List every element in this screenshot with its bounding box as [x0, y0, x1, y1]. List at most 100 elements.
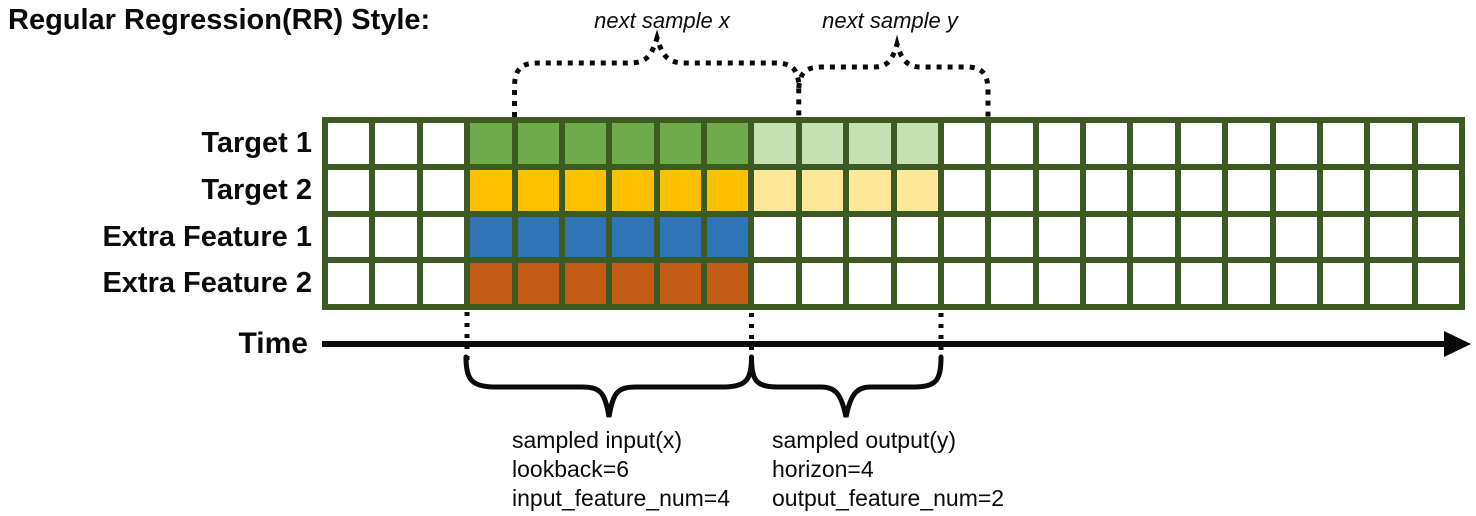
grid-cell	[754, 216, 796, 258]
next-sample-x-label: next sample x	[594, 8, 730, 33]
grid-cell	[849, 263, 891, 304]
grid-cell	[707, 169, 749, 211]
grid-cell	[991, 169, 1033, 211]
row-label: Target 1	[201, 127, 312, 159]
grid-cell	[991, 123, 1033, 164]
grid-cell	[707, 123, 749, 164]
note-line: horizon=4	[772, 456, 874, 482]
grid-cell	[1228, 216, 1270, 258]
grid-cell	[375, 216, 417, 258]
row-label: Target 2	[201, 173, 312, 206]
grid-cell	[1228, 263, 1270, 304]
grid-cell	[1322, 263, 1365, 304]
grid-cell	[1370, 263, 1412, 304]
grid-cell	[1133, 263, 1175, 304]
grid-cell	[1133, 216, 1175, 258]
grid-cell	[896, 263, 938, 304]
grid-cell	[1275, 263, 1317, 304]
grid-cell	[470, 169, 512, 211]
grid-cell	[1417, 216, 1459, 258]
grid-cell	[1370, 169, 1412, 211]
grid-cell	[943, 216, 986, 258]
grid-cell	[564, 216, 607, 258]
grid-cell	[328, 263, 370, 304]
note-line: sampled output(y)	[772, 427, 957, 453]
grid-cell	[517, 123, 559, 164]
grid-cell	[1370, 216, 1412, 258]
grid-cell	[991, 263, 1033, 304]
grid-cell	[564, 263, 607, 304]
row-label: Extra Feature 2	[102, 267, 312, 300]
grid-cell	[754, 123, 796, 164]
grid-cell	[659, 169, 701, 211]
grid-cell	[1417, 169, 1459, 211]
grid-cell	[375, 263, 417, 304]
grid-cell	[422, 123, 465, 164]
grid-cell	[1322, 216, 1365, 258]
grid-cell	[1322, 169, 1365, 211]
grid-cell	[375, 123, 417, 164]
grid-cell	[375, 169, 417, 211]
grid-cell	[707, 263, 749, 304]
grid-cell	[1180, 169, 1223, 211]
grid-cell	[1417, 123, 1459, 164]
grid-cell	[1038, 263, 1080, 304]
grid-cell	[943, 123, 986, 164]
grid-cell	[470, 216, 512, 258]
grid-cell	[1180, 216, 1223, 258]
note-line: sampled input(x)	[512, 427, 683, 453]
grid-cell	[849, 169, 891, 211]
grid-cell	[1228, 123, 1270, 164]
grid-cell	[1322, 123, 1365, 164]
sampled-output-brace	[749, 354, 944, 418]
grid-cell	[659, 123, 701, 164]
grid-cell	[801, 263, 844, 304]
grid-cell	[1038, 169, 1080, 211]
next-sample-y-brace	[796, 34, 991, 117]
grid-cell	[517, 169, 559, 211]
grid-cell	[659, 263, 701, 304]
time-axis-arrowhead-icon	[1444, 331, 1471, 357]
grid-cell	[612, 263, 654, 304]
next-sample-y-label: next sample y	[822, 8, 958, 33]
sampled-output-note: sampled output(y) horizon=4 output_feature…	[772, 426, 1004, 513]
grid-cell	[1180, 123, 1223, 164]
grid-cell	[1133, 169, 1175, 211]
grid-cell	[612, 123, 654, 164]
grid-cell	[801, 123, 844, 164]
sampled-input-brace	[463, 354, 754, 418]
grid-cell	[991, 216, 1033, 258]
grid-cell	[849, 216, 891, 258]
diagram-title: Regular Regression(RR) Style:	[8, 4, 431, 36]
grid-cell	[849, 123, 891, 164]
grid-cell	[707, 216, 749, 258]
grid-cell	[943, 263, 986, 304]
grid-cell	[470, 263, 512, 304]
grid-cell	[422, 263, 465, 304]
grid-cell	[422, 216, 465, 258]
grid-cell	[1086, 263, 1128, 304]
grid-cell	[422, 169, 465, 211]
note-line: lookback=6	[512, 456, 629, 482]
grid-cell	[328, 169, 370, 211]
grid-cell	[896, 169, 938, 211]
grid-cell	[1180, 263, 1223, 304]
grid-cell	[896, 123, 938, 164]
note-line: input_feature_num=4	[512, 485, 731, 511]
grid-cell	[612, 169, 654, 211]
grid-cell	[943, 169, 986, 211]
grid-cell	[517, 263, 559, 304]
grid-cell	[801, 169, 844, 211]
sample-grid	[322, 117, 1465, 310]
grid-cell	[1038, 123, 1080, 164]
grid-cell	[1275, 123, 1317, 164]
grid-cell	[328, 216, 370, 258]
grid-cell	[612, 216, 654, 258]
grid-cell	[564, 169, 607, 211]
note-line: output_feature_num=2	[772, 485, 1005, 511]
grid-cell	[1086, 216, 1128, 258]
row-label: Extra Feature 1	[102, 220, 312, 253]
grid-cell	[1038, 216, 1080, 258]
next-sample-x-brace	[512, 29, 802, 117]
